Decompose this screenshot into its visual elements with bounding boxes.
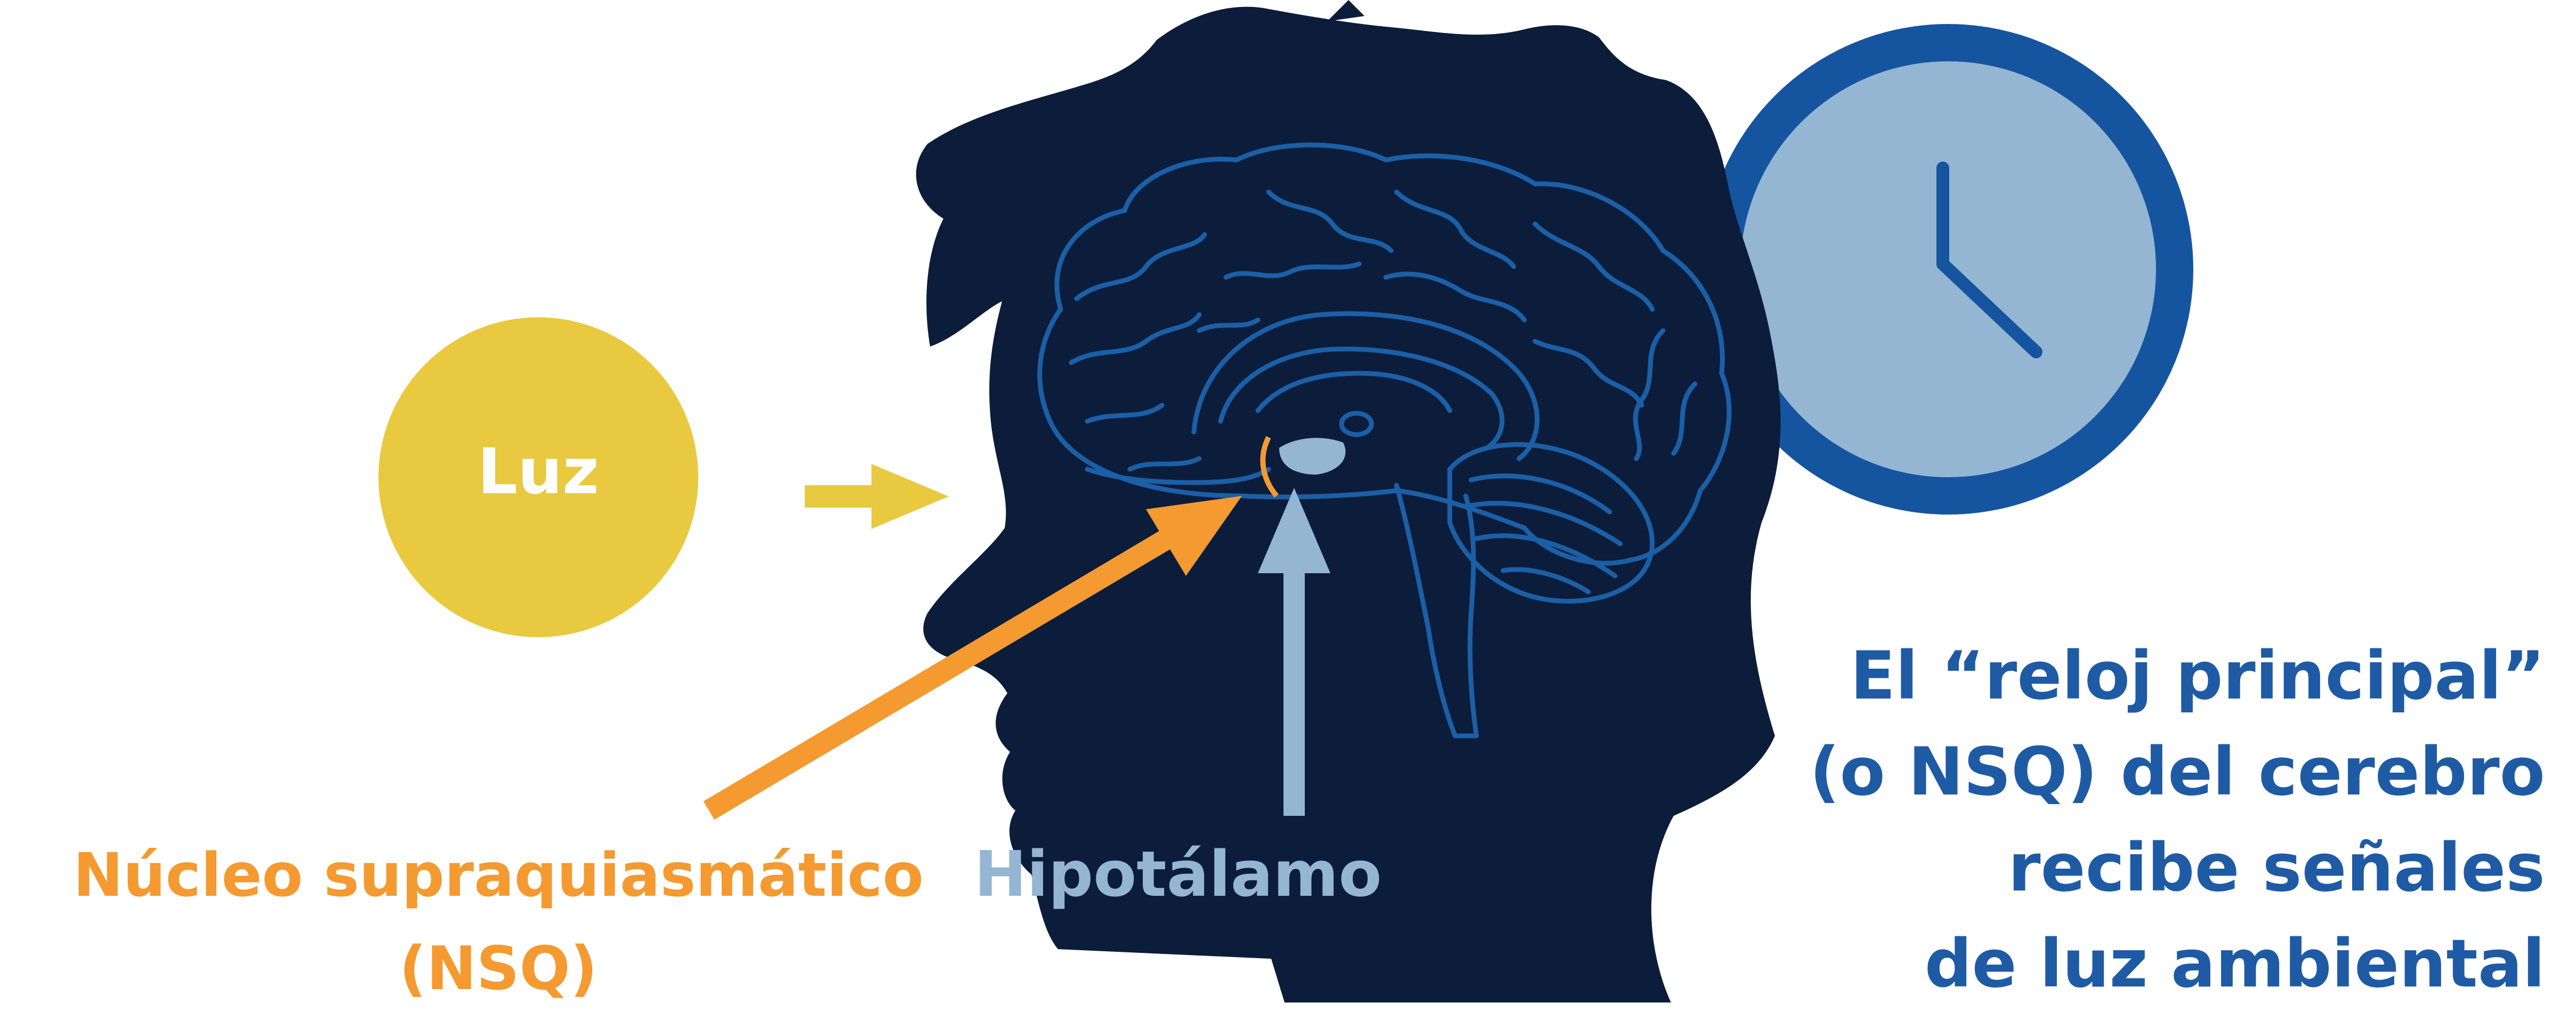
light-label: Luz [478, 435, 599, 508]
caption-line-3: recibe señales [2008, 830, 2545, 906]
nsq-label-line2: (NSQ) [399, 934, 597, 1004]
hair-tuft [1327, 0, 1364, 21]
caption-line-4: de luz ambiental [1925, 926, 2545, 1002]
hypothalamus-label: Hipotálamo [974, 837, 1382, 911]
caption: El “reloj principal” (o NSQ) del cerebro… [1810, 638, 2545, 1002]
caption-line-1: El “reloj principal” [1850, 638, 2545, 715]
light-arrow [805, 464, 949, 529]
caption-line-2: (o NSQ) del cerebro [1810, 734, 2545, 811]
nsq-label-line1: Núcleo supraquiasmático [73, 841, 924, 910]
